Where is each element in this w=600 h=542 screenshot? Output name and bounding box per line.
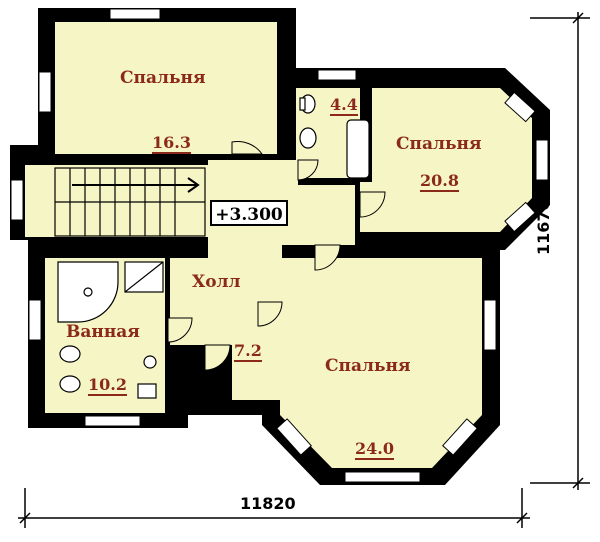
room-name-bedroom-right: Спальня <box>396 134 482 154</box>
doors <box>167 141 386 371</box>
corner-tub-drain <box>83 287 93 297</box>
room-area-bedroom-top-left: 16.3 <box>152 133 191 154</box>
fixtures <box>57 94 370 399</box>
floor-stair <box>25 165 208 237</box>
door-bedroom-top-left <box>231 141 263 155</box>
window-stair <box>10 179 24 221</box>
window-bottom-3 <box>344 471 421 483</box>
room-area-bedroom-right: 20.8 <box>420 171 459 192</box>
window-bottom-2 <box>276 418 312 456</box>
window-bath-2 <box>84 415 141 427</box>
window-right-2 <box>535 139 549 181</box>
door-wc <box>297 159 319 181</box>
staircase <box>54 167 206 237</box>
room-name-bedroom-bottom: Спальня <box>325 356 411 376</box>
windows <box>10 8 549 483</box>
window-bath-1 <box>28 299 42 341</box>
window-right-3 <box>504 201 536 233</box>
room-name-bathroom: Ванная <box>66 322 140 342</box>
window-top-left-1 <box>109 8 161 20</box>
window-bottom-1 <box>483 299 497 351</box>
floor-bedroom-right <box>360 88 532 232</box>
bidet-bath <box>59 375 81 393</box>
window-bottom-4 <box>442 418 478 456</box>
room-area-wc: 4.4 <box>330 95 358 116</box>
door-closet <box>204 344 231 371</box>
window-right-1 <box>504 91 536 123</box>
dimension-height: 11670 <box>534 199 553 255</box>
room-area-bathroom: 10.2 <box>88 375 127 396</box>
door-hall-lower <box>314 244 341 271</box>
door-bedroom-right <box>359 191 386 218</box>
sink-bath <box>143 355 157 369</box>
window-wc <box>317 69 357 81</box>
toilet-bath <box>59 345 81 363</box>
bathtub-wc <box>346 119 370 179</box>
level-mark: +3.300 <box>210 200 288 226</box>
room-area-hall: 7.2 <box>234 341 262 362</box>
door-bedroom-bottom <box>257 301 283 327</box>
floor-bedroom-top-left <box>55 22 277 154</box>
dimension-lines <box>18 12 590 528</box>
room-area-bedroom-bottom: 24.0 <box>355 439 394 460</box>
sink-wc <box>299 127 317 149</box>
floor-bedroom-bottom <box>280 258 482 468</box>
room-name-bedroom-top-left: Спальня <box>120 68 206 88</box>
window-top-left-2 <box>38 71 52 113</box>
door-bathroom <box>167 317 193 343</box>
dimension-width: 11820 <box>240 494 296 513</box>
room-name-hall: Холл <box>192 272 241 292</box>
basin-bath <box>137 383 157 399</box>
